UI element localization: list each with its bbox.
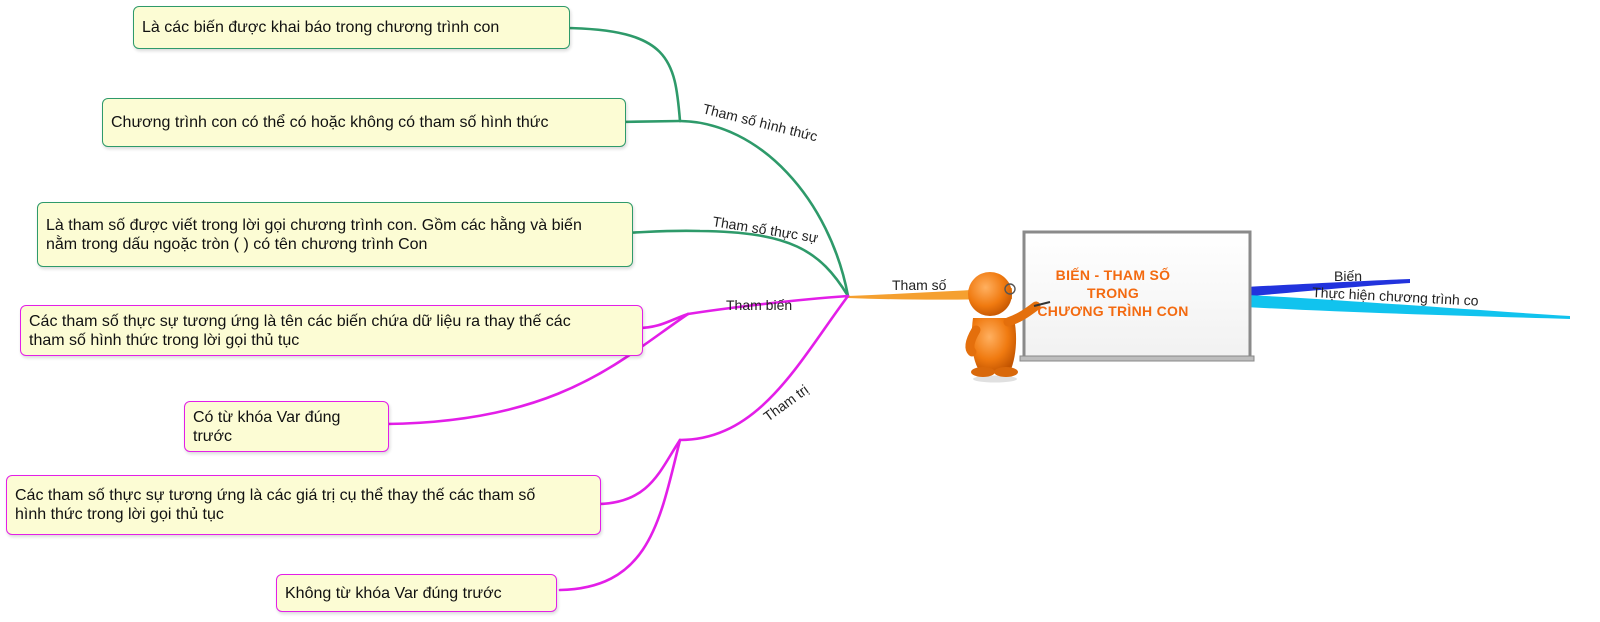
- center-title-line-2: TRONG: [1086, 285, 1140, 301]
- node-text: Chương trình con có thể có hoặc không có…: [111, 114, 549, 131]
- node-text-line-2: nằm trong dấu ngoặc tròn ( ) có tên chươ…: [46, 235, 428, 253]
- label-tham-so: Tham số: [892, 277, 947, 293]
- connector-tham-bien-2: [384, 312, 690, 426]
- center-title-line-3: CHƯƠNG TRÌNH CON: [1037, 303, 1189, 319]
- label-tham-tri: Tham trị: [760, 381, 811, 424]
- connector-thuc-hien: [1228, 294, 1570, 319]
- node-tham-tri-2[interactable]: Không từ khóa Var đúng trước: [276, 574, 557, 612]
- connector-tham-bien-1: [636, 312, 690, 330]
- connector-tham-tri-1: [596, 438, 682, 506]
- node-tham-bien-2[interactable]: Có từ khóa Var đúng trước: [184, 401, 389, 452]
- label-thuc-su: Tham số thực sự: [712, 213, 820, 245]
- node-text-line-1: Các tham số thực sự tương ứng là tên các…: [29, 312, 571, 330]
- whiteboard: [1019, 230, 1255, 362]
- node-text-line-2: tham số hình thức trong lời gọi thủ tục: [29, 331, 300, 349]
- node-hinh-thuc-1[interactable]: Là các biến được khai báo trong chương t…: [133, 6, 570, 49]
- connector-tham-tri: [678, 294, 850, 442]
- node-text-line-1: Là tham số được viết trong lời gọi chươn…: [46, 216, 582, 234]
- label-tham-bien: Tham biến: [726, 297, 792, 313]
- node-text-line-2: hình thức trong lời gọi thủ tục: [15, 506, 224, 523]
- node-hinh-thuc-2[interactable]: Chương trình con có thể có hoặc không có…: [102, 98, 626, 147]
- connector-hinh-thuc-2: [616, 119, 682, 124]
- label-hinh-thuc: Tham số hình thức: [701, 100, 819, 144]
- node-text-line-2: trước: [193, 427, 232, 445]
- node-text-line-1: Có từ khóa Var đúng: [193, 408, 341, 426]
- connector-thuc-su: [620, 229, 850, 298]
- node-text: Không từ khóa Var đúng trước: [285, 584, 502, 602]
- center-title-line-1: BIẾN - THAM SỐ: [1055, 267, 1171, 283]
- center-title: BIẾN - THAM SỐ TRONG CHƯƠNG TRÌNH CON: [1013, 266, 1213, 320]
- node-thuc-su-1[interactable]: Là tham số được viết trong lời gọi chươn…: [37, 202, 633, 267]
- node-tham-tri-1[interactable]: Các tham số thực sự tương ứng là các giá…: [6, 475, 601, 535]
- connector-bien: [1228, 279, 1410, 298]
- connector-tham-bien: [686, 294, 850, 316]
- connector-hinh-thuc-1: [561, 26, 682, 123]
- presenter-figure-icon: [965, 272, 1051, 383]
- node-tham-bien-1[interactable]: Các tham số thực sự tương ứng là tên các…: [20, 305, 643, 356]
- node-text: Là các biến được khai báo trong chương t…: [142, 19, 500, 36]
- connector-hinh-thuc: [678, 119, 850, 298]
- connector-tham-tri-2: [558, 438, 682, 592]
- node-text-line-1: Các tham số thực sự tương ứng là các giá…: [15, 487, 536, 504]
- label-bien: Biến: [1334, 268, 1362, 284]
